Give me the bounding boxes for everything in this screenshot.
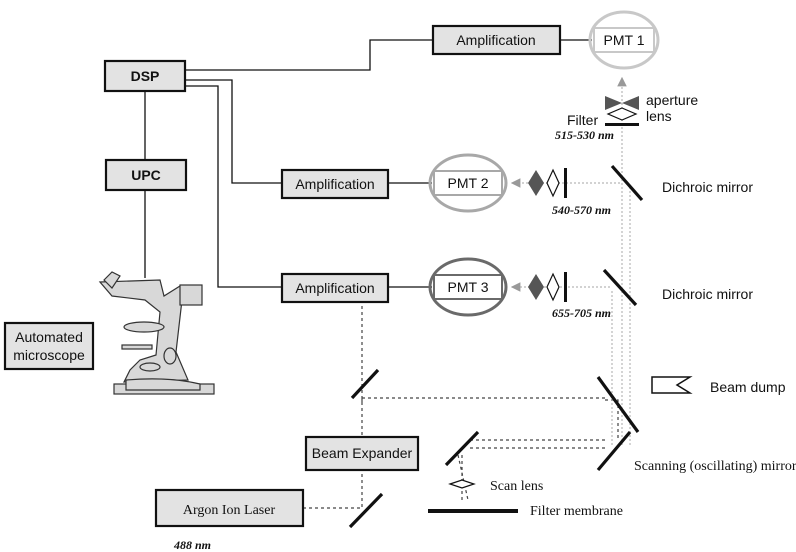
pmt-3-label: PMT 3 xyxy=(448,279,489,295)
dichroic-mirror-label-2: Dichroic mirror xyxy=(662,286,753,302)
aperture-lens-filter-3 xyxy=(528,272,567,302)
argon-laser-label: Argon Ion Laser xyxy=(183,503,276,518)
pmt-3: PMT 3 xyxy=(428,257,508,317)
microscope-icon xyxy=(98,271,215,395)
scan-lens xyxy=(448,479,476,489)
dsp-label: DSP xyxy=(131,68,160,84)
amplification-box-3: Amplification xyxy=(280,272,390,304)
laser-wavelength-label: 488 nm xyxy=(173,538,211,552)
amplification-box-2: Amplification xyxy=(280,168,390,200)
scanning-mirror-label: Scanning (oscillating) mirror xyxy=(634,459,796,474)
filter-membrane-label: Filter membrane xyxy=(530,504,623,519)
pmt-1: PMT 1 xyxy=(588,10,660,70)
signal-wires xyxy=(144,39,592,288)
lens-label: lens xyxy=(646,108,672,124)
dsp-box: DSP xyxy=(103,59,187,93)
automated-microscope-box: Automated microscope xyxy=(3,321,95,371)
beam-expander-label: Beam Expander xyxy=(312,445,413,461)
filter-label: Filter xyxy=(567,112,598,128)
amplification-label-2: Amplification xyxy=(295,176,374,192)
mirrors xyxy=(348,164,644,529)
aperture-lens-filter-1 xyxy=(605,96,639,126)
aperture-label: aperture xyxy=(646,92,698,108)
amplification-label-3: Amplification xyxy=(295,280,374,296)
amplification-box-1: Amplification xyxy=(431,24,562,56)
pmt-2: PMT 2 xyxy=(428,153,508,213)
microscope-label-line2: microscope xyxy=(13,347,85,363)
pmt-1-label: PMT 1 xyxy=(604,32,645,48)
filter-2-range: 540-570 nm xyxy=(552,203,611,217)
beam-expander-box: Beam Expander xyxy=(304,435,420,472)
beam-dump xyxy=(651,376,693,394)
beam-dump-label: Beam dump xyxy=(710,379,786,395)
pmt-2-label: PMT 2 xyxy=(448,175,489,191)
aperture-lens-filter-2 xyxy=(528,168,567,198)
filter-3-range: 655-705 nm xyxy=(552,306,611,320)
scan-lens-label: Scan lens xyxy=(490,479,543,494)
microscope-label-line1: Automated xyxy=(15,329,83,345)
filter-1-range: 515-530 nm xyxy=(555,128,614,142)
amplification-label-1: Amplification xyxy=(456,32,535,48)
upc-box: UPC xyxy=(104,158,188,192)
optical-beams xyxy=(303,76,631,509)
filter-membrane xyxy=(428,509,518,513)
argon-laser-box: Argon Ion Laser xyxy=(154,488,305,528)
upc-label: UPC xyxy=(131,167,161,183)
dichroic-mirror-label-1: Dichroic mirror xyxy=(662,179,753,195)
